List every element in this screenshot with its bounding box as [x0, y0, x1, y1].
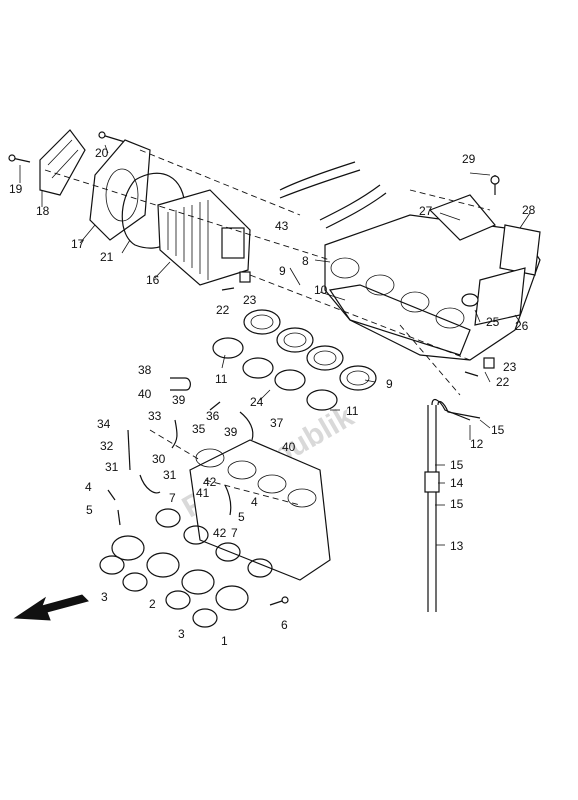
callout-15c: 15 — [450, 497, 464, 511]
callout-12: 12 — [470, 437, 484, 451]
callout-43: 43 — [275, 219, 289, 233]
case-cover-17 — [89, 139, 151, 241]
callout-29: 29 — [462, 152, 476, 166]
leader-lines — [19, 144, 531, 546]
callout-26: 26 — [515, 319, 529, 333]
bolt-6 — [269, 596, 289, 606]
callout-4b: 4 — [251, 495, 258, 509]
grommet-25 — [461, 293, 479, 307]
callout-3b: 3 — [178, 627, 185, 641]
callout-39a: 39 — [172, 393, 186, 407]
breather-hose-12 — [431, 398, 481, 421]
callout-39b: 39 — [224, 425, 238, 439]
callout-32: 32 — [100, 439, 114, 453]
callout-19: 19 — [9, 182, 23, 196]
callout-22a: 22 — [216, 303, 230, 317]
small-hoses — [107, 377, 254, 526]
callout-34: 34 — [97, 417, 111, 431]
callout-41: 41 — [196, 486, 210, 500]
callout-5b: 5 — [238, 510, 245, 524]
callout-28: 28 — [522, 203, 536, 217]
gasket-10 — [328, 284, 471, 356]
callout-42a: 42 — [203, 475, 217, 489]
callout-25: 25 — [486, 315, 500, 329]
cover-27 — [428, 194, 496, 241]
front-arrow-icon — [13, 594, 89, 621]
callout-24: 24 — [250, 395, 264, 409]
callout-13: 13 — [450, 539, 464, 553]
callout-23b: 23 — [503, 360, 517, 374]
callout-14: 14 — [450, 476, 464, 490]
clamps-7 — [155, 508, 273, 578]
callout-11a: 11 — [215, 372, 228, 386]
callout-22b: 22 — [496, 375, 510, 389]
dashed-lines — [44, 149, 491, 506]
callout-42b: 42 — [213, 526, 227, 540]
callout-37: 37 — [270, 416, 284, 430]
o-rings-3 — [99, 555, 218, 628]
bolt-29 — [490, 175, 500, 195]
callout-31b: 31 — [163, 468, 177, 482]
joints-9 — [243, 309, 377, 391]
filter-14 — [424, 471, 440, 493]
callout-40a: 40 — [138, 387, 152, 401]
screw-20 — [98, 131, 126, 143]
callout-38: 38 — [138, 363, 152, 377]
callout-27: 27 — [419, 204, 433, 218]
callout-20: 20 — [95, 146, 109, 160]
callout-16: 16 — [146, 273, 160, 287]
callout-7a: 7 — [169, 491, 176, 505]
callout-15b: 15 — [450, 458, 464, 472]
screw-19 — [8, 154, 31, 163]
fittings-22-23 — [221, 271, 495, 377]
callout-10: 10 — [314, 283, 328, 297]
element-28 — [499, 224, 541, 276]
callouts: 1 2 3 3 4 4 5 5 6 7 7 8 9 9 10 11 11 12 … — [9, 146, 536, 648]
carburetor-assembly — [189, 439, 331, 581]
hose-43 — [279, 161, 387, 229]
callout-2: 2 — [149, 597, 156, 611]
callout-6: 6 — [281, 618, 288, 632]
callout-9b: 9 — [386, 377, 393, 391]
callout-21: 21 — [100, 250, 114, 264]
air-filter-16 — [157, 189, 251, 286]
breather-hose-13 — [427, 405, 437, 612]
element-26 — [474, 267, 526, 326]
callout-36: 36 — [206, 409, 220, 423]
callout-35: 35 — [192, 422, 206, 436]
callout-7b: 7 — [231, 526, 238, 540]
callout-33: 33 — [148, 409, 162, 423]
manifolds — [111, 535, 249, 611]
callout-23a: 23 — [243, 293, 257, 307]
callout-3a: 3 — [101, 590, 108, 604]
callout-18: 18 — [36, 204, 50, 218]
callout-17: 17 — [71, 237, 85, 251]
callout-30: 30 — [152, 452, 166, 466]
case-cover-18 — [39, 129, 86, 196]
callout-40b: 40 — [282, 440, 296, 454]
callout-11b: 11 — [346, 404, 359, 418]
callout-1: 1 — [221, 634, 228, 648]
callout-15a: 15 — [491, 423, 505, 437]
callout-8: 8 — [302, 254, 309, 268]
callout-5a: 5 — [86, 503, 93, 517]
callout-4a: 4 — [85, 480, 92, 494]
clamps-11 — [212, 337, 338, 411]
callout-31a: 31 — [105, 460, 119, 474]
callout-9a: 9 — [279, 264, 286, 278]
